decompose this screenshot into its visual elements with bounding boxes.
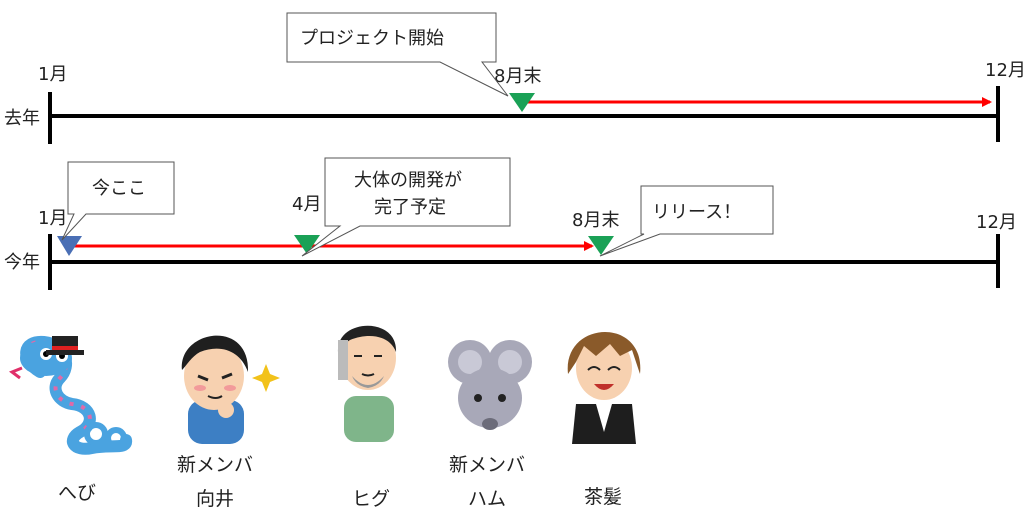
member-name-hamu-line1: 新メンバ <box>448 454 525 476</box>
member-name-snake: へび <box>22 476 132 510</box>
snake-icon <box>8 335 132 455</box>
member-name-mukai: 新メンバ 向井 <box>160 448 270 516</box>
member-name-snake-line1: へび <box>57 482 96 504</box>
last-year-aug-label: 8月末 <box>494 66 541 87</box>
member-name-hamu: 新メンバ ハム <box>432 448 542 516</box>
last-year-start-label: 1月 <box>38 64 67 85</box>
last-year-aug-marker <box>509 93 535 112</box>
apr-marker <box>294 235 320 254</box>
last-year-row-label: 去年 <box>4 108 40 129</box>
callout-now: 今ここ <box>61 161 175 241</box>
mouse-icon <box>448 340 532 430</box>
new-member-mukai-icon <box>181 335 280 444</box>
brown-hair-man-icon <box>567 331 641 444</box>
bearded-man-icon <box>337 325 397 442</box>
member-name-chapatsu: 茶髪 <box>548 480 658 514</box>
member-name-hamu-line2: ハム <box>467 488 506 510</box>
callout-dev-text-line2: 完了予定 <box>374 197 446 218</box>
member-name-higu-line1: ヒグ <box>351 488 390 510</box>
this-year-aug-label: 8月末 <box>572 210 619 231</box>
this-year-row-label: 今年 <box>4 252 40 273</box>
aug-marker <box>588 236 614 255</box>
callout-project-start-text: プロジェクト開始 <box>300 28 444 49</box>
member-name-higu: ヒグ <box>316 482 426 516</box>
callout-release-text: リリース！ <box>652 202 741 223</box>
this-year-end-label: 12月 <box>976 212 1017 233</box>
callout-dev-text-line1: 大体の開発が <box>354 170 462 191</box>
callout-now-text: 今ここ <box>92 178 146 199</box>
this-year-apr-label: 4月 <box>292 194 321 215</box>
member-name-mukai-line2: 向井 <box>195 488 234 510</box>
now-marker <box>57 236 82 256</box>
member-name-mukai-line1: 新メンバ <box>176 454 253 476</box>
this-year-start-label: 1月 <box>38 208 67 229</box>
member-name-chapatsu-line1: 茶髪 <box>583 486 622 508</box>
callout-dev-complete: 大体の開発が 完了予定 <box>301 157 511 257</box>
callout-project-start: プロジェクト開始 <box>286 12 509 97</box>
last-year-end-label: 12月 <box>985 60 1024 81</box>
callout-release: リリース！ <box>599 185 774 257</box>
